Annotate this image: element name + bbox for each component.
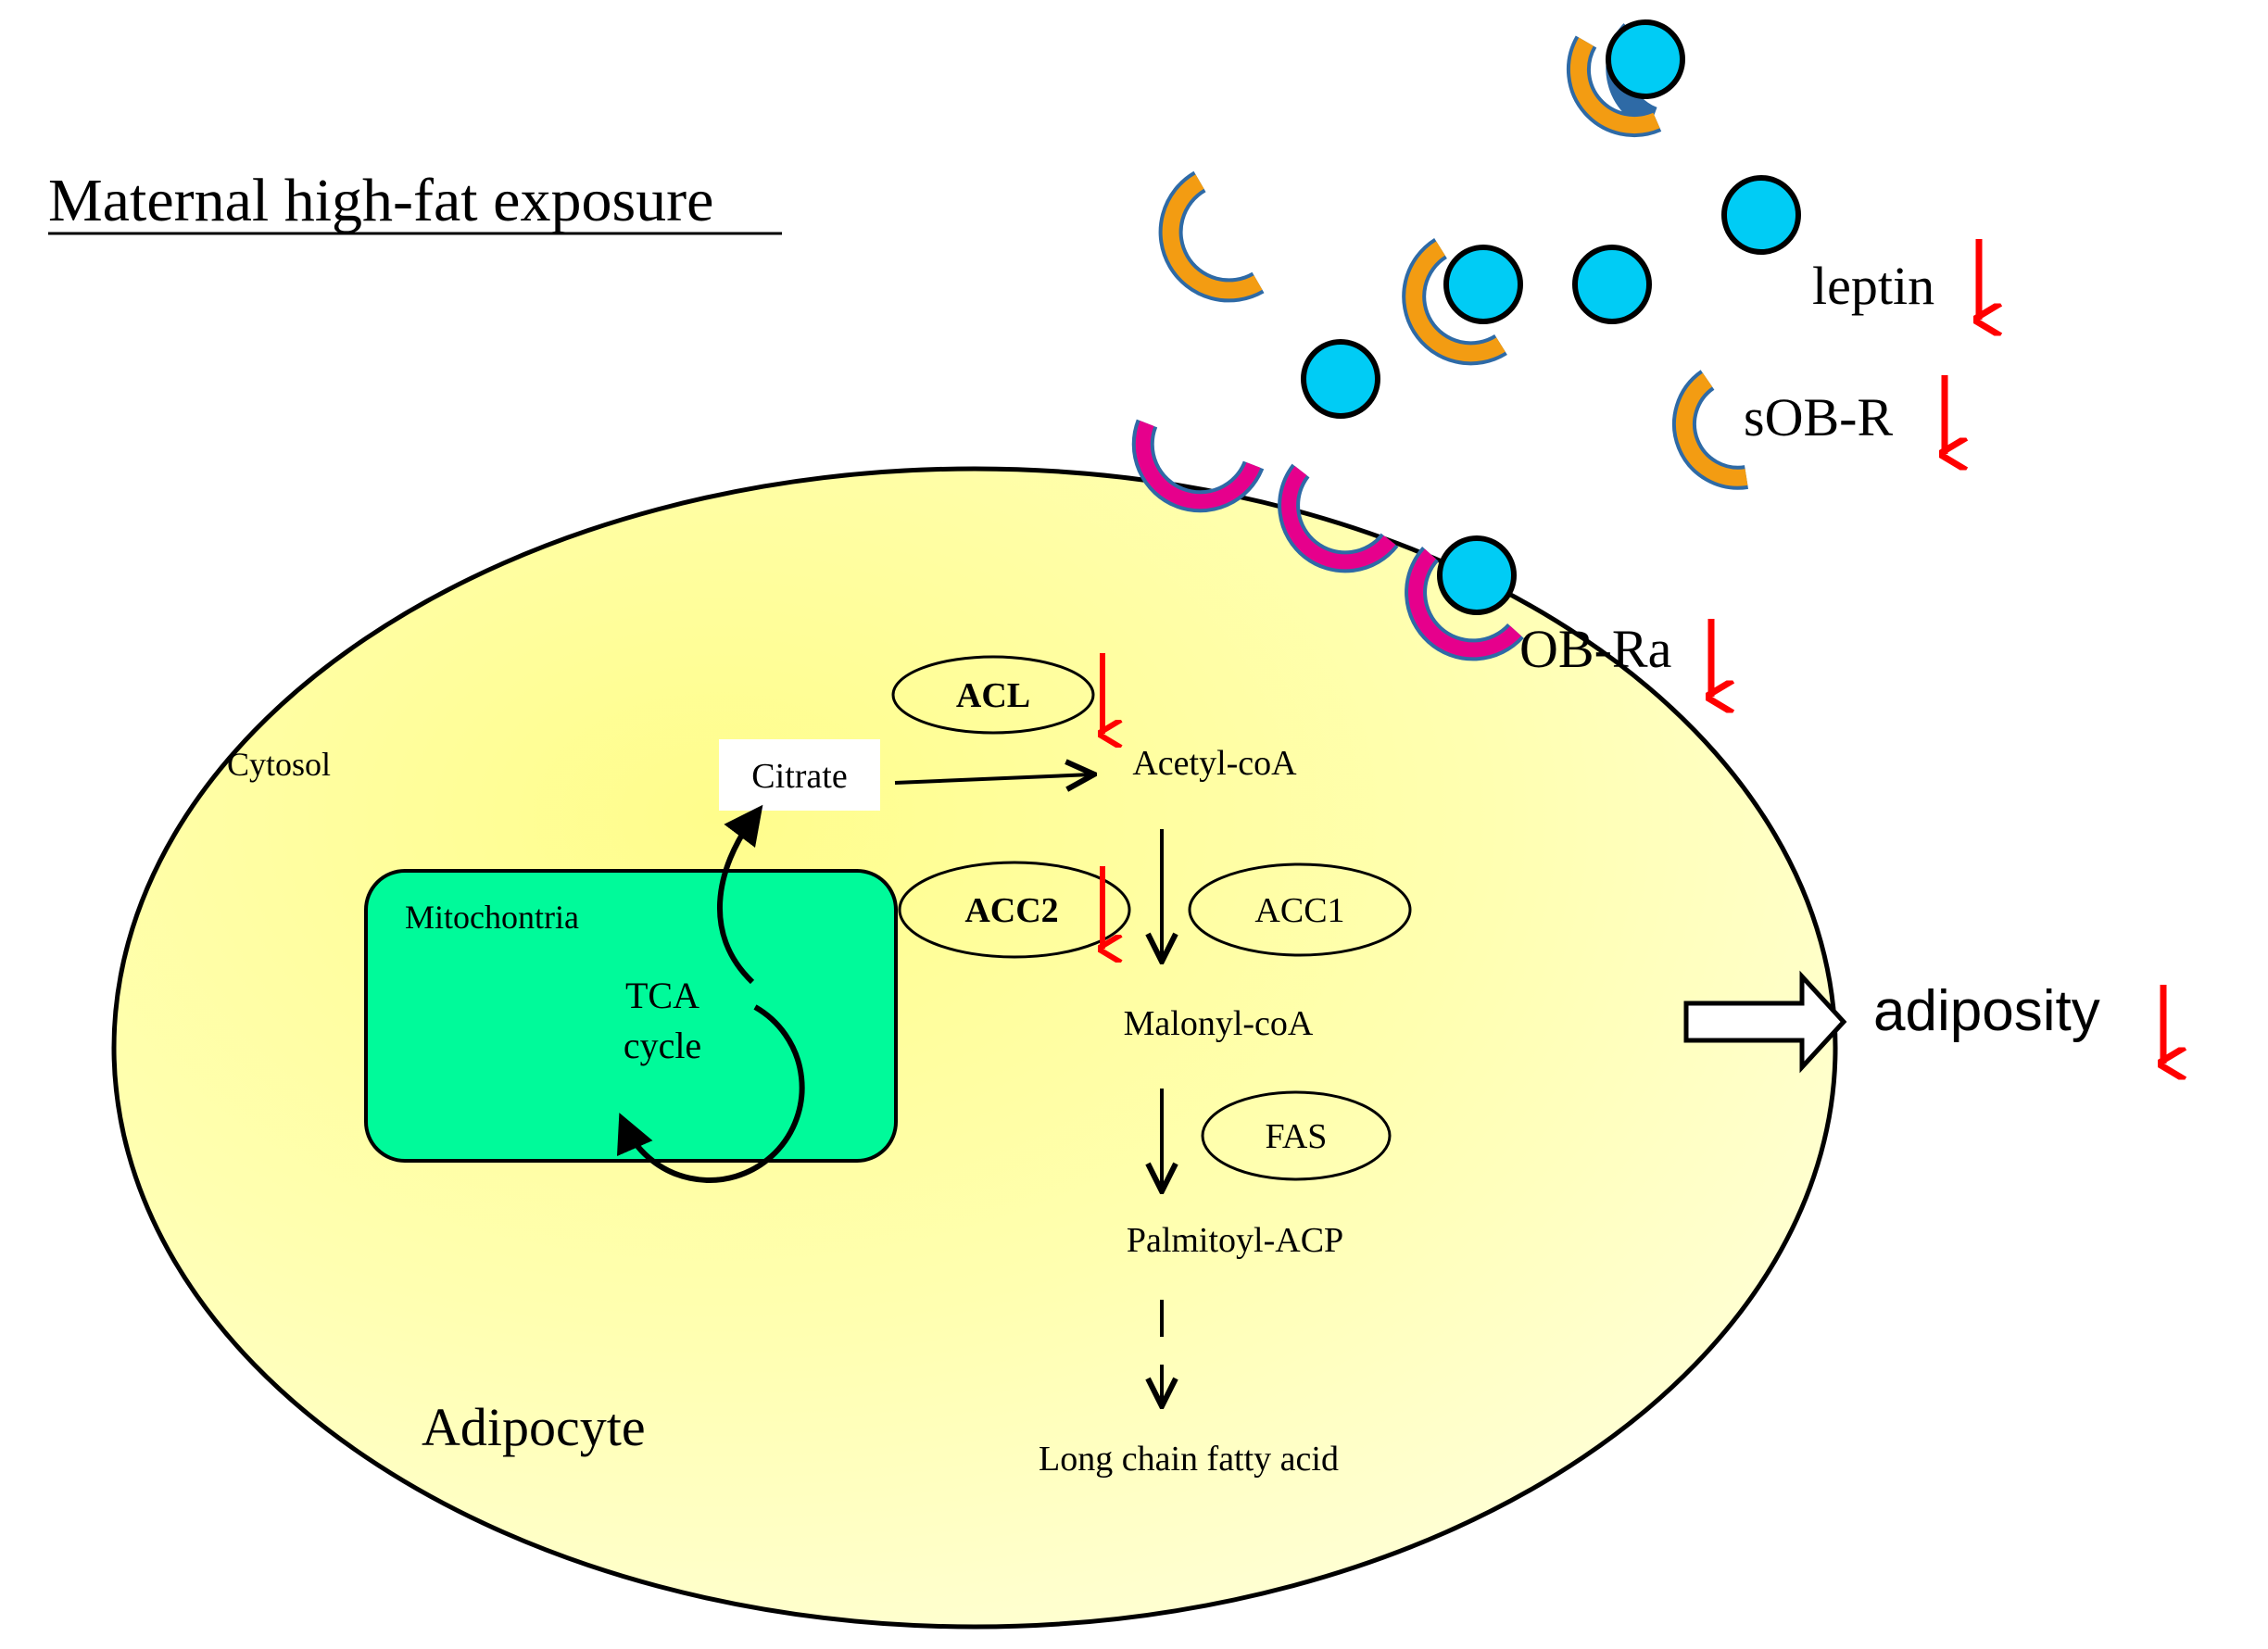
sobr-3-fill xyxy=(1405,241,1506,362)
citrate-to-acetylcoa-arrow xyxy=(894,774,1091,783)
acl-enzyme xyxy=(891,655,1095,735)
tca-label-1: TCA xyxy=(625,975,699,1016)
acc2-label: ACC2 xyxy=(964,891,1058,930)
fas-label: FAS xyxy=(1266,1117,1328,1156)
leptin-4 xyxy=(1301,339,1380,419)
acl-label: ACL xyxy=(956,676,1030,715)
leptin-label: leptin xyxy=(1812,256,1934,316)
cell-label: Adipocyte xyxy=(422,1397,646,1457)
tca-cycle-circle xyxy=(617,1004,805,1183)
sobr-label: sOB-R xyxy=(1744,387,1893,447)
obra-label: OB-Ra xyxy=(1519,619,1671,679)
mitochondria xyxy=(364,869,898,1163)
leptin-bound xyxy=(1437,535,1517,615)
adipocyte-cell xyxy=(111,466,1838,1630)
leptin-1 xyxy=(1606,19,1685,99)
sobr-legend-fill xyxy=(1676,372,1748,486)
acc1-label: ACC1 xyxy=(1254,891,1344,930)
acc1-enzyme xyxy=(1188,862,1412,957)
leptin-3 xyxy=(1572,245,1652,324)
sobr-1-fill xyxy=(1569,37,1660,134)
lcfa-label: Long chain fatty acid xyxy=(1039,1440,1339,1479)
title: Maternal high-fat exposure xyxy=(48,167,713,234)
obra-receptor-2-fill xyxy=(1281,466,1396,570)
tca-label-2: cycle xyxy=(624,1025,701,1066)
tca-to-citrate-arrow xyxy=(716,804,763,985)
hollow-right-arrow-icon xyxy=(1683,970,1847,1074)
obra-receptor-1-fill xyxy=(1135,421,1261,510)
sobr-2-fill xyxy=(1162,174,1263,299)
leptin-2 xyxy=(1443,245,1523,324)
mitochondria-label: Mitochontria xyxy=(405,899,579,936)
citrate-box xyxy=(719,739,880,811)
acc2-enzyme xyxy=(898,861,1131,959)
citrate-label: Citrate xyxy=(751,757,847,796)
obra-receptor-3-fill xyxy=(1408,548,1521,658)
adiposity-label: adiposity xyxy=(1873,979,2100,1043)
palmitoyl-acp-label: Palmitoyl-ACP xyxy=(1127,1221,1343,1260)
acetyl-coa-label: Acetyl-coA xyxy=(1132,744,1297,783)
cytosol-label: Cytosol xyxy=(227,746,331,783)
fas-enzyme xyxy=(1201,1090,1392,1181)
leptin-legend xyxy=(1721,175,1801,255)
malonyl-coa-label: Malonyl-coA xyxy=(1124,1004,1314,1043)
